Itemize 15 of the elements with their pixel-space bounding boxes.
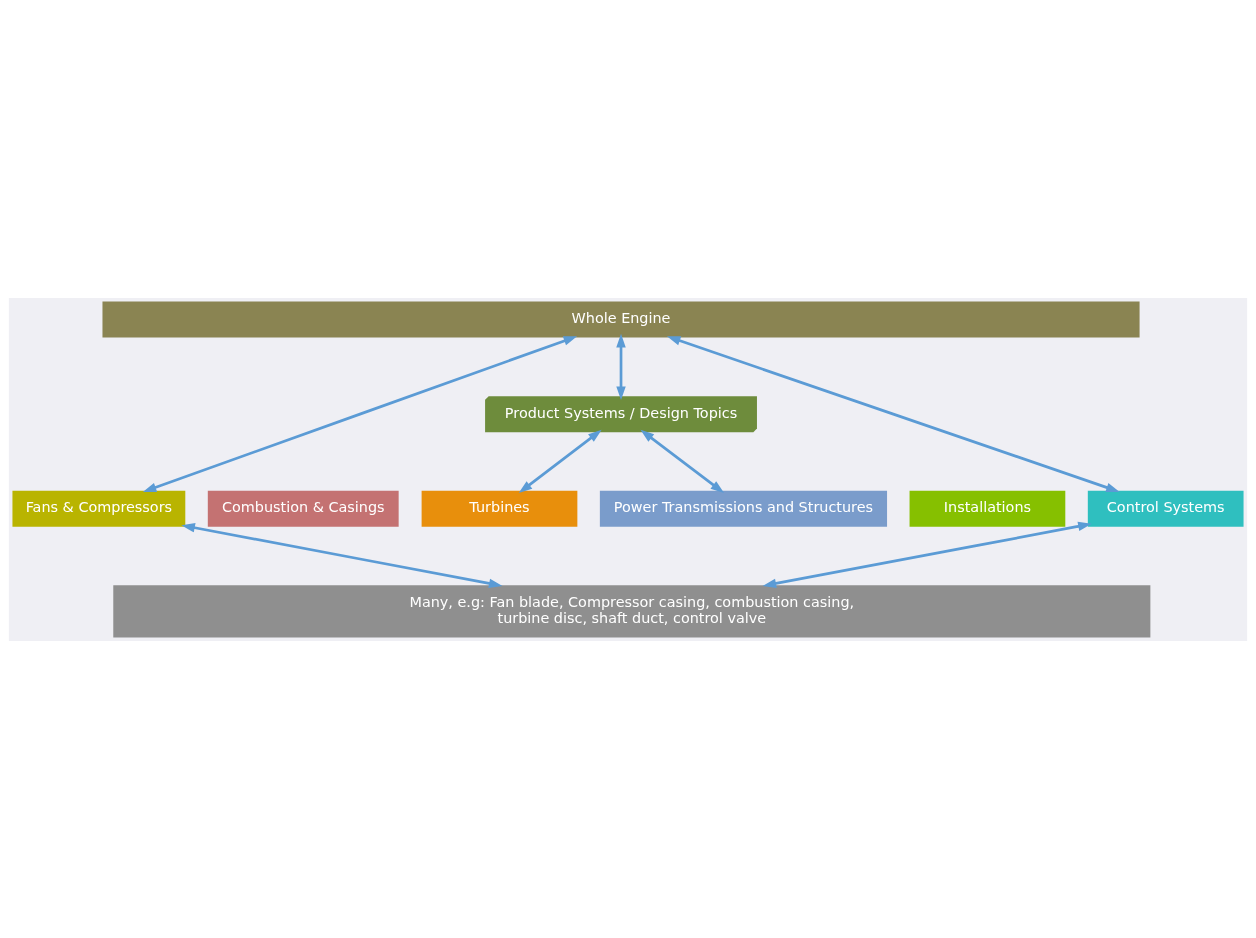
arrow xyxy=(181,522,503,588)
node-box: Whole Engine xyxy=(102,301,1140,338)
node-box: Combustion & Casings xyxy=(207,490,399,527)
node-box: Turbines xyxy=(421,490,578,527)
arrow xyxy=(518,429,602,493)
arrow xyxy=(616,333,626,400)
arrow xyxy=(762,521,1092,588)
arrow xyxy=(142,335,578,492)
node-box: Installations xyxy=(909,490,1066,527)
arrow xyxy=(666,335,1120,492)
node-box: Fans & Compressors xyxy=(12,490,186,527)
node-box: Control Systems xyxy=(1087,490,1244,527)
arrow xyxy=(640,429,725,493)
node-box: Power Transmissions and Structures xyxy=(599,490,888,527)
node-box: Many, e.g: Fan blade, Compressor casing, combustion casing, turbine disc, shaft duct, control valve xyxy=(113,584,1151,637)
